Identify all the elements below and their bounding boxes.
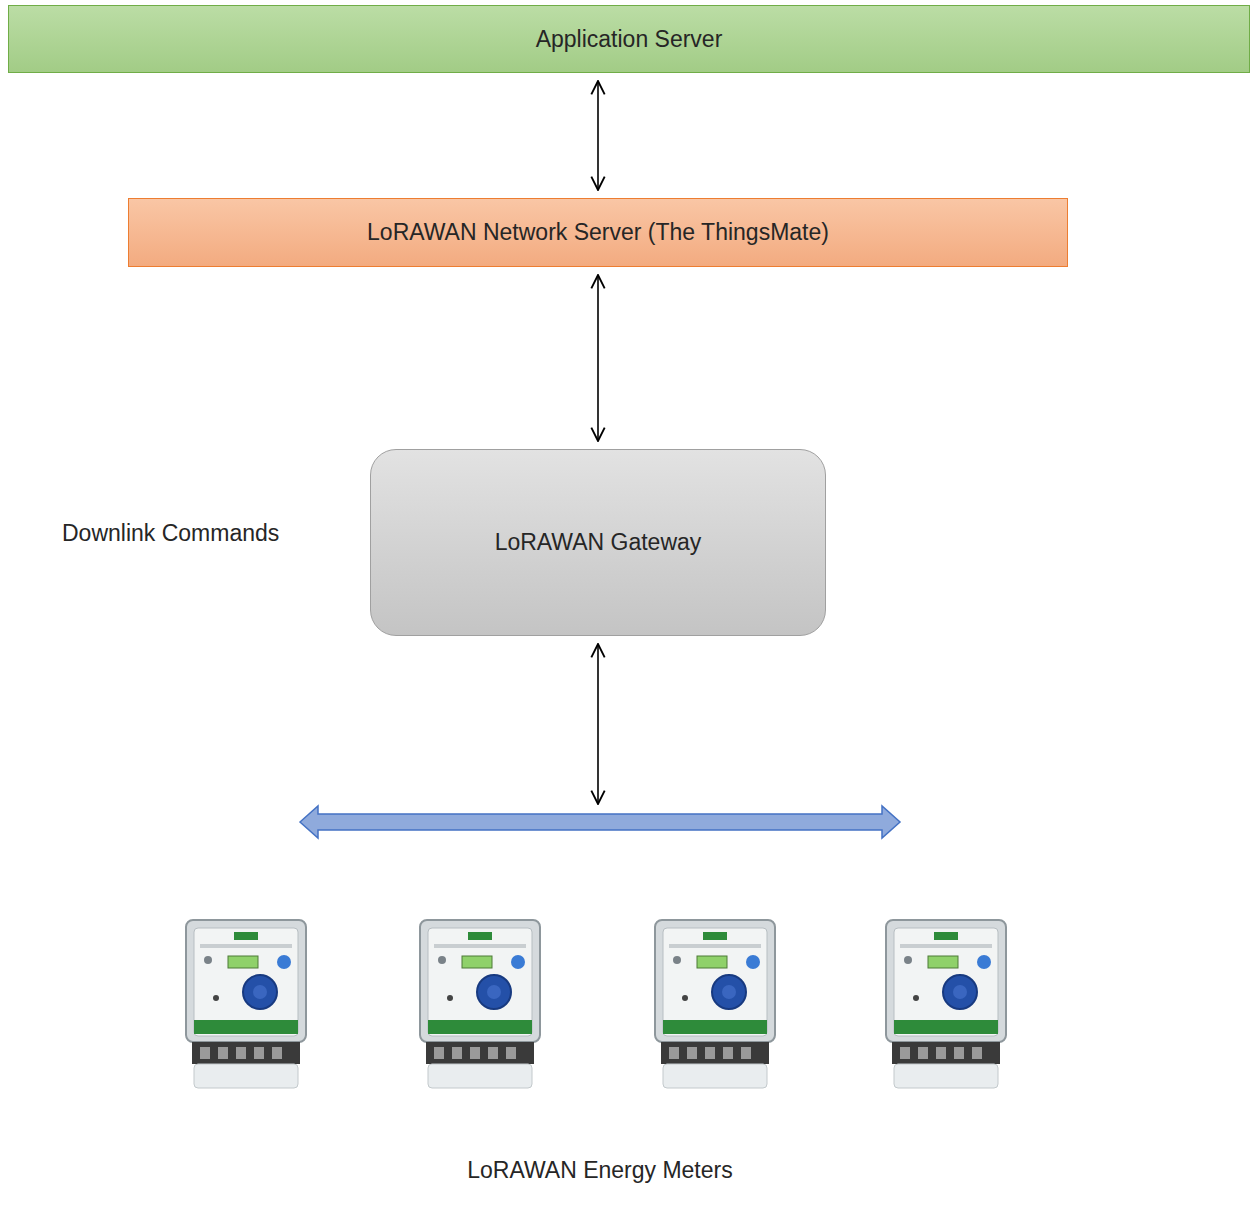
server-band: LoRAWAN Network Server (The ThingsMate)	[128, 198, 1068, 267]
link-arrow	[597, 644, 599, 804]
annotation-label: Downlink Commands	[62, 520, 279, 547]
node-label: LoRAWAN Energy Meters	[467, 1157, 732, 1184]
energy-meter	[655, 920, 775, 1088]
energy-meter	[186, 920, 306, 1088]
link-arrow	[597, 275, 599, 441]
server-band: Application Server	[8, 5, 1250, 73]
energy-meter	[886, 920, 1006, 1088]
node-label: LoRAWAN Gateway	[495, 529, 702, 556]
node-label: LoRAWAN Network Server (The ThingsMate)	[367, 219, 829, 246]
bus-arrow	[300, 806, 900, 838]
gateway-box: LoRAWAN Gateway	[370, 449, 826, 636]
energy-meter	[420, 920, 540, 1088]
node-label: Application Server	[536, 26, 723, 53]
meter-group: LoRAWAN Energy Meters	[180, 812, 1020, 1202]
link-arrow	[597, 81, 599, 190]
